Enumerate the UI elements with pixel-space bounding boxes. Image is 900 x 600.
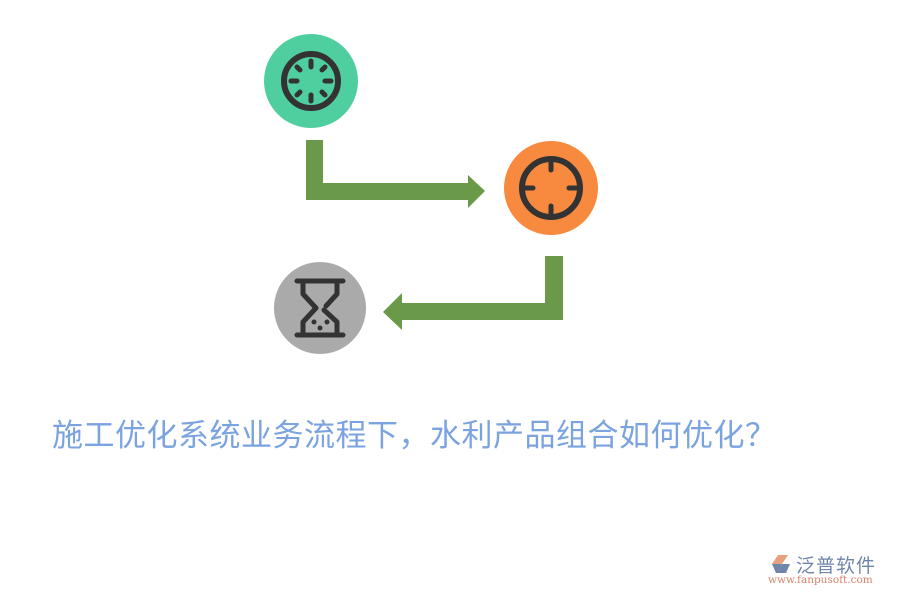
arrow-step1-to-step2 bbox=[306, 140, 485, 208]
page-title: 施工优化系统业务流程下，水利产品组合如何优化？ bbox=[52, 418, 777, 454]
arrow-step2-to-step3 bbox=[383, 256, 563, 330]
logo-url: www.fanpusoft.com bbox=[768, 574, 873, 586]
hourglass-icon bbox=[294, 278, 346, 338]
node-step3 bbox=[274, 262, 366, 354]
brand-logo[interactable]: 泛普软件 www.fanpusoft.com bbox=[768, 552, 893, 594]
node-step2 bbox=[504, 141, 598, 235]
crosshair-target-icon bbox=[519, 156, 583, 220]
logo-brand-name: 泛普软件 bbox=[796, 555, 877, 577]
fanpu-logo-icon bbox=[772, 555, 790, 573]
loading-spinner-icon bbox=[281, 51, 341, 111]
node-step1 bbox=[264, 34, 358, 128]
